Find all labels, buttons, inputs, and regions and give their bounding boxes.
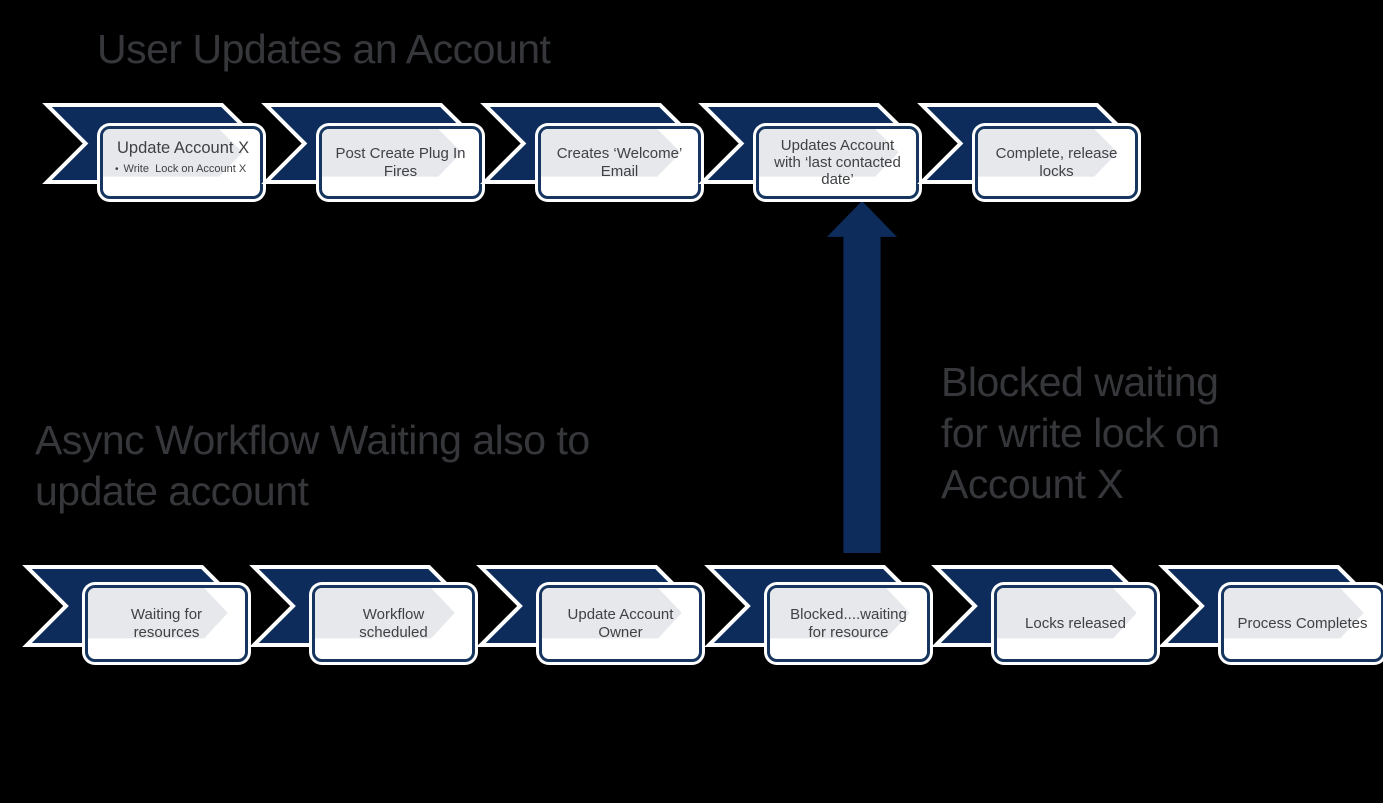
step-card: Update Account X • Write Lock on Account … [100, 126, 263, 199]
inner-arrow-icon [541, 129, 681, 177]
step-card: Process Completes [1221, 585, 1383, 662]
label-line: Workflow [362, 605, 425, 623]
step-label: Locks released [997, 588, 1154, 659]
title-user-updates: User Updates an Account [97, 26, 551, 72]
arrow-label: Blocked waiting for write lock on Accoun… [941, 357, 1220, 509]
label-line: locks [1039, 162, 1074, 180]
step-label: Post Create Plug In Fires [322, 129, 479, 196]
arrow-label-line: Blocked waiting [941, 359, 1219, 405]
step-label: Process Completes [1224, 588, 1381, 659]
inner-arrow-icon [315, 588, 455, 639]
label-line: Blocked....waiting [790, 605, 907, 623]
label-line: Waiting for [130, 605, 203, 623]
label-line: resources [133, 623, 200, 641]
arrow-label-line: for write lock on [941, 409, 1220, 456]
label-line: Update Account [567, 605, 674, 623]
label-line: Owner [598, 623, 643, 641]
inner-arrow-icon [978, 129, 1118, 177]
arrow-label-line: Account X [941, 460, 1124, 507]
step-label: Waiting for resources [88, 588, 245, 659]
inner-arrow-icon [103, 129, 243, 177]
bullet-text: Write Lock on Account X [123, 163, 247, 175]
inner-arrow-icon [88, 588, 228, 639]
inner-arrow-icon [542, 588, 682, 639]
step-card: Locks released [994, 585, 1157, 662]
label-line: Creates ‘Welcome’ [556, 144, 683, 162]
label-line: Fires [383, 162, 418, 180]
step-label: Update Account Owner [542, 588, 699, 659]
bullet-marker: • [115, 164, 119, 175]
inner-arrow-icon [997, 588, 1137, 639]
step-card: Waiting for resources [85, 585, 248, 662]
inner-arrow-icon [759, 129, 899, 177]
label-line: scheduled [359, 623, 428, 641]
step-card: Update Account Owner [539, 585, 702, 662]
step-card: Workflow scheduled [312, 585, 475, 662]
label-line: with ‘last contacted [774, 154, 901, 171]
inner-arrow-icon [770, 588, 910, 639]
step-card: Creates ‘Welcome’ Email [538, 126, 701, 199]
step-label: Creates ‘Welcome’ Email [541, 129, 698, 196]
label-line: for resource [808, 623, 889, 641]
step-card: Updates Account with ‘last contacted dat… [756, 126, 919, 199]
up-arrow-icon [827, 201, 897, 553]
step-card: Blocked....waiting for resource [767, 585, 930, 662]
label-line: Email [600, 162, 639, 180]
step-card: Complete, release locks [975, 126, 1138, 199]
step-label: Workflow scheduled [315, 588, 472, 659]
label-line: Complete, release [995, 144, 1118, 162]
label-line: Locks released [1025, 614, 1126, 632]
title-line: Async Workflow Waiting also to [35, 417, 590, 463]
step-heading: Update Account X [117, 139, 250, 157]
label-line: Updates Account [780, 137, 895, 154]
label-line: date’ [821, 171, 854, 188]
inner-arrow-icon [322, 129, 462, 177]
title-async-workflow: Async Workflow Waiting also to update ac… [35, 415, 590, 517]
step-label: Blocked....waiting for resource [770, 588, 927, 659]
step-bullet: • Write Lock on Account X [115, 163, 258, 176]
inner-arrow-icon [1224, 588, 1364, 639]
step-label: Updates Account with ‘last contacted dat… [759, 129, 916, 196]
label-line: Process Completes [1237, 614, 1368, 632]
title-line: update account [35, 467, 309, 514]
step-card: Post Create Plug In Fires [319, 126, 482, 199]
label-line: Post Create Plug In [335, 144, 466, 162]
step-label: Complete, release locks [978, 129, 1135, 196]
